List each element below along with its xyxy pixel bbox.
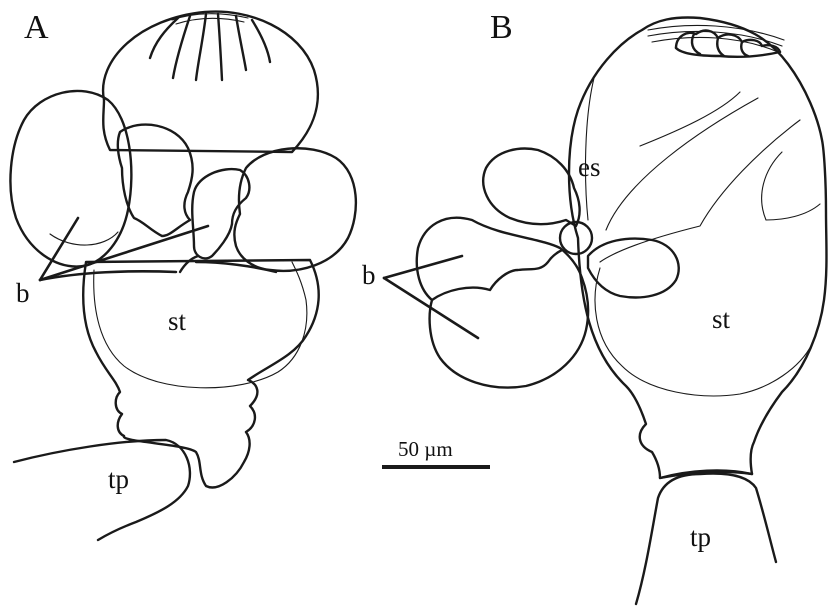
panel-b: B — [362, 9, 827, 604]
panel-b-cap — [648, 25, 784, 56]
panel-b-inner-st — [595, 268, 812, 396]
panel-a-branch-left — [10, 91, 131, 267]
panel-b-inner-es-line — [606, 98, 758, 230]
panel-b-inner-esbody — [640, 92, 740, 146]
panel-a-label-st: st — [168, 306, 187, 336]
panel-b-body — [569, 18, 827, 479]
panel-a-dome-folds — [150, 14, 270, 80]
panel-a: A — [10, 9, 355, 540]
panel-a-label-b: b — [16, 278, 30, 308]
panel-a-dome-rim-2 — [176, 18, 244, 24]
scale-bar: 50 µm — [382, 437, 490, 467]
panel-b-label-st: st — [712, 304, 731, 334]
panel-b-label-es: es — [578, 152, 601, 182]
panel-b-branch-lower — [417, 218, 588, 388]
panel-b-branch-lower-fold — [432, 250, 562, 300]
panel-b-branch-right — [588, 239, 679, 298]
panel-a-top-dome — [103, 12, 318, 152]
panel-b-inner-st-line — [600, 120, 800, 262]
panel-b-label-tp: tp — [690, 522, 711, 552]
panel-b-inner-left — [586, 78, 594, 220]
panel-b-letter: B — [490, 9, 513, 46]
panel-a-stomach — [83, 260, 318, 487]
panel-b-inner-right — [762, 152, 820, 220]
panel-b-label-b: b — [362, 260, 376, 290]
panel-a-branch-right — [234, 148, 356, 271]
panel-a-branch-left-inner — [50, 232, 118, 245]
panel-a-label-tp: tp — [108, 464, 129, 494]
panel-b-branch-upper — [483, 149, 579, 226]
scale-bar-label: 50 µm — [398, 437, 453, 461]
panel-a-tp — [14, 440, 190, 540]
panel-a-connector — [196, 262, 276, 272]
panel-a-letter: A — [24, 9, 49, 46]
panel-a-connector-2 — [180, 256, 198, 272]
panel-a-stomach-inner — [94, 262, 307, 388]
